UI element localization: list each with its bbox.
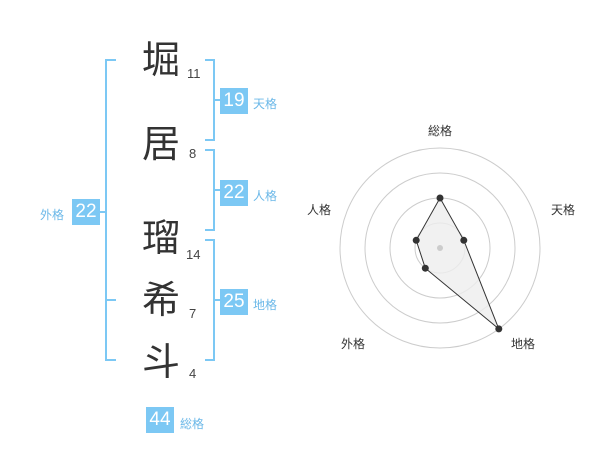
tenkaku-value: 19 (220, 88, 248, 114)
radar-label-soukaku: 総格 (428, 124, 453, 138)
chikaku-value: 25 (220, 289, 248, 315)
name-char-4: 希 (142, 278, 181, 322)
radar-point-1 (436, 194, 444, 202)
name-char-2: 居 (142, 122, 181, 166)
soukaku-value: 44 (146, 407, 174, 433)
radar-point-2 (460, 236, 468, 244)
radar-label-chikaku: 地格 (511, 337, 536, 351)
radar-center (437, 245, 443, 251)
radar-label-gaikaku: 外格 (341, 337, 366, 351)
jinkaku-label: 人格 (253, 189, 278, 203)
name-char-5: 斗 (142, 340, 181, 384)
radar-point-5 (412, 236, 420, 244)
radar-point-4 (421, 264, 429, 272)
radar-polygon (415, 196, 500, 330)
radar-ring-4 (339, 147, 541, 349)
radar-label-tenkaku: 天格 (551, 203, 576, 217)
tenkaku-label: 天格 (253, 97, 278, 111)
radar-label-jinkaku: 人格 (307, 203, 332, 217)
stroke-count-3: 14 (186, 247, 201, 262)
jinkaku-value: 22 (220, 180, 248, 206)
soukaku-label: 総格 (180, 417, 205, 431)
stroke-count-5: 4 (189, 366, 197, 381)
gaikaku-value: 22 (72, 199, 100, 225)
stroke-count-4: 7 (189, 306, 197, 321)
name-char-1: 堀 (142, 38, 181, 82)
gaikaku-label: 外格 (40, 208, 65, 222)
stroke-count-2: 8 (189, 146, 197, 161)
stroke-count-1: 11 (187, 66, 201, 81)
chikaku-label: 地格 (253, 298, 278, 312)
radar-ring-3 (364, 172, 516, 324)
radar-point-3 (495, 325, 503, 333)
name-char-3: 瑠 (142, 216, 181, 260)
